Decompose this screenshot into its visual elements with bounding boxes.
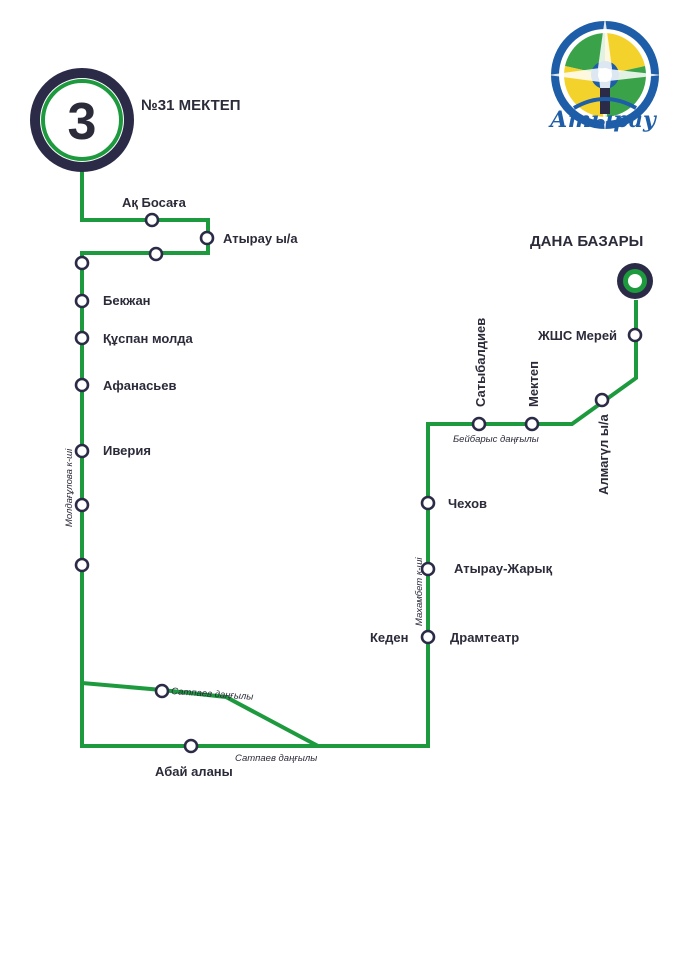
stop-marker-unnamed: [148, 246, 164, 262]
stop-label-kuspan-molda: Құспан молда: [103, 331, 194, 346]
stop-label-afanasev: Афанасьев: [103, 378, 177, 393]
stop-marker-chekhov: [420, 495, 436, 511]
stop-marker-atyrau-zharyk: [420, 561, 436, 577]
stop-marker-zhss-merei: [627, 327, 643, 343]
stop-label-mektep: Мектеп: [526, 361, 541, 407]
stop-label-chekhov: Чехов: [448, 496, 487, 511]
street-label-beibarys: Бейбарыс даңғылы: [453, 434, 539, 445]
stop-label-bekzhan: Бекжан: [103, 293, 151, 308]
start-terminal-label: №31 МЕКТЕП: [141, 97, 241, 114]
stop-label-dramteatr: Драмтеатр: [450, 630, 519, 645]
stop-label-iveria: Иверия: [103, 443, 151, 458]
end-terminal-marker: [617, 263, 653, 299]
route-line-main: [80, 170, 638, 748]
stop-marker-mektep: [524, 416, 540, 432]
stop-marker-unnamed: [74, 255, 90, 271]
stop-marker-bekzhan: [74, 293, 90, 309]
atyrau-emblem: Атырау: [548, 17, 662, 133]
stop-marker-iveria: [74, 443, 90, 459]
stop-label-atyrau-ua: Атырау ы/а: [223, 231, 298, 246]
stop-label-ak-bosaga: Ақ Босаға: [122, 195, 187, 210]
route-number-badge: 3: [30, 68, 134, 172]
stop-marker-unnamed: [74, 497, 90, 513]
stop-marker-kuspan-molda: [74, 330, 90, 346]
stop-label-almagul-ua: Алмагүл ы/а: [596, 413, 611, 495]
stop-marker-almagul-ua: [594, 392, 610, 408]
street-label-makhambet: Махамбет к-ші: [414, 557, 425, 626]
street-label-satpaev-upper: Сатпаев даңғылы: [171, 686, 254, 703]
route-number: 3: [68, 93, 97, 151]
stop-marker-satybaldiev: [471, 416, 487, 432]
stop-marker-afanasev: [74, 377, 90, 393]
stop-marker-ak-bosaga: [144, 212, 160, 228]
stop-marker-unnamed: [74, 557, 90, 573]
stop-label-zhss-merei: ЖШС Мерей: [537, 328, 617, 343]
stop-marker-atyrau-ua: [199, 230, 215, 246]
stop-marker-satpaev-branch: [154, 683, 170, 699]
stop-label-satybaldiev: Сатыбалдиев: [473, 318, 488, 407]
stop-label-keden: Кеден: [370, 630, 409, 645]
stop-marker-abai-alany: [183, 738, 199, 754]
street-label-moldagulova: Молдағұлова к-ші: [64, 448, 75, 527]
end-terminal-label: ДАНА БАЗАРЫ: [530, 233, 643, 250]
stop-label-atyrau-zharyk: Атырау-Жарық: [454, 561, 553, 576]
stop-label-abai-alany: Абай аланы: [155, 764, 233, 779]
emblem-wordmark: Атырау: [548, 107, 658, 133]
route-line-satpaev-branch: [81, 681, 319, 748]
stop-marker-keden-dramteatr: [420, 629, 436, 645]
street-label-satpaev-lower: Сатпаев даңғылы: [235, 753, 317, 764]
